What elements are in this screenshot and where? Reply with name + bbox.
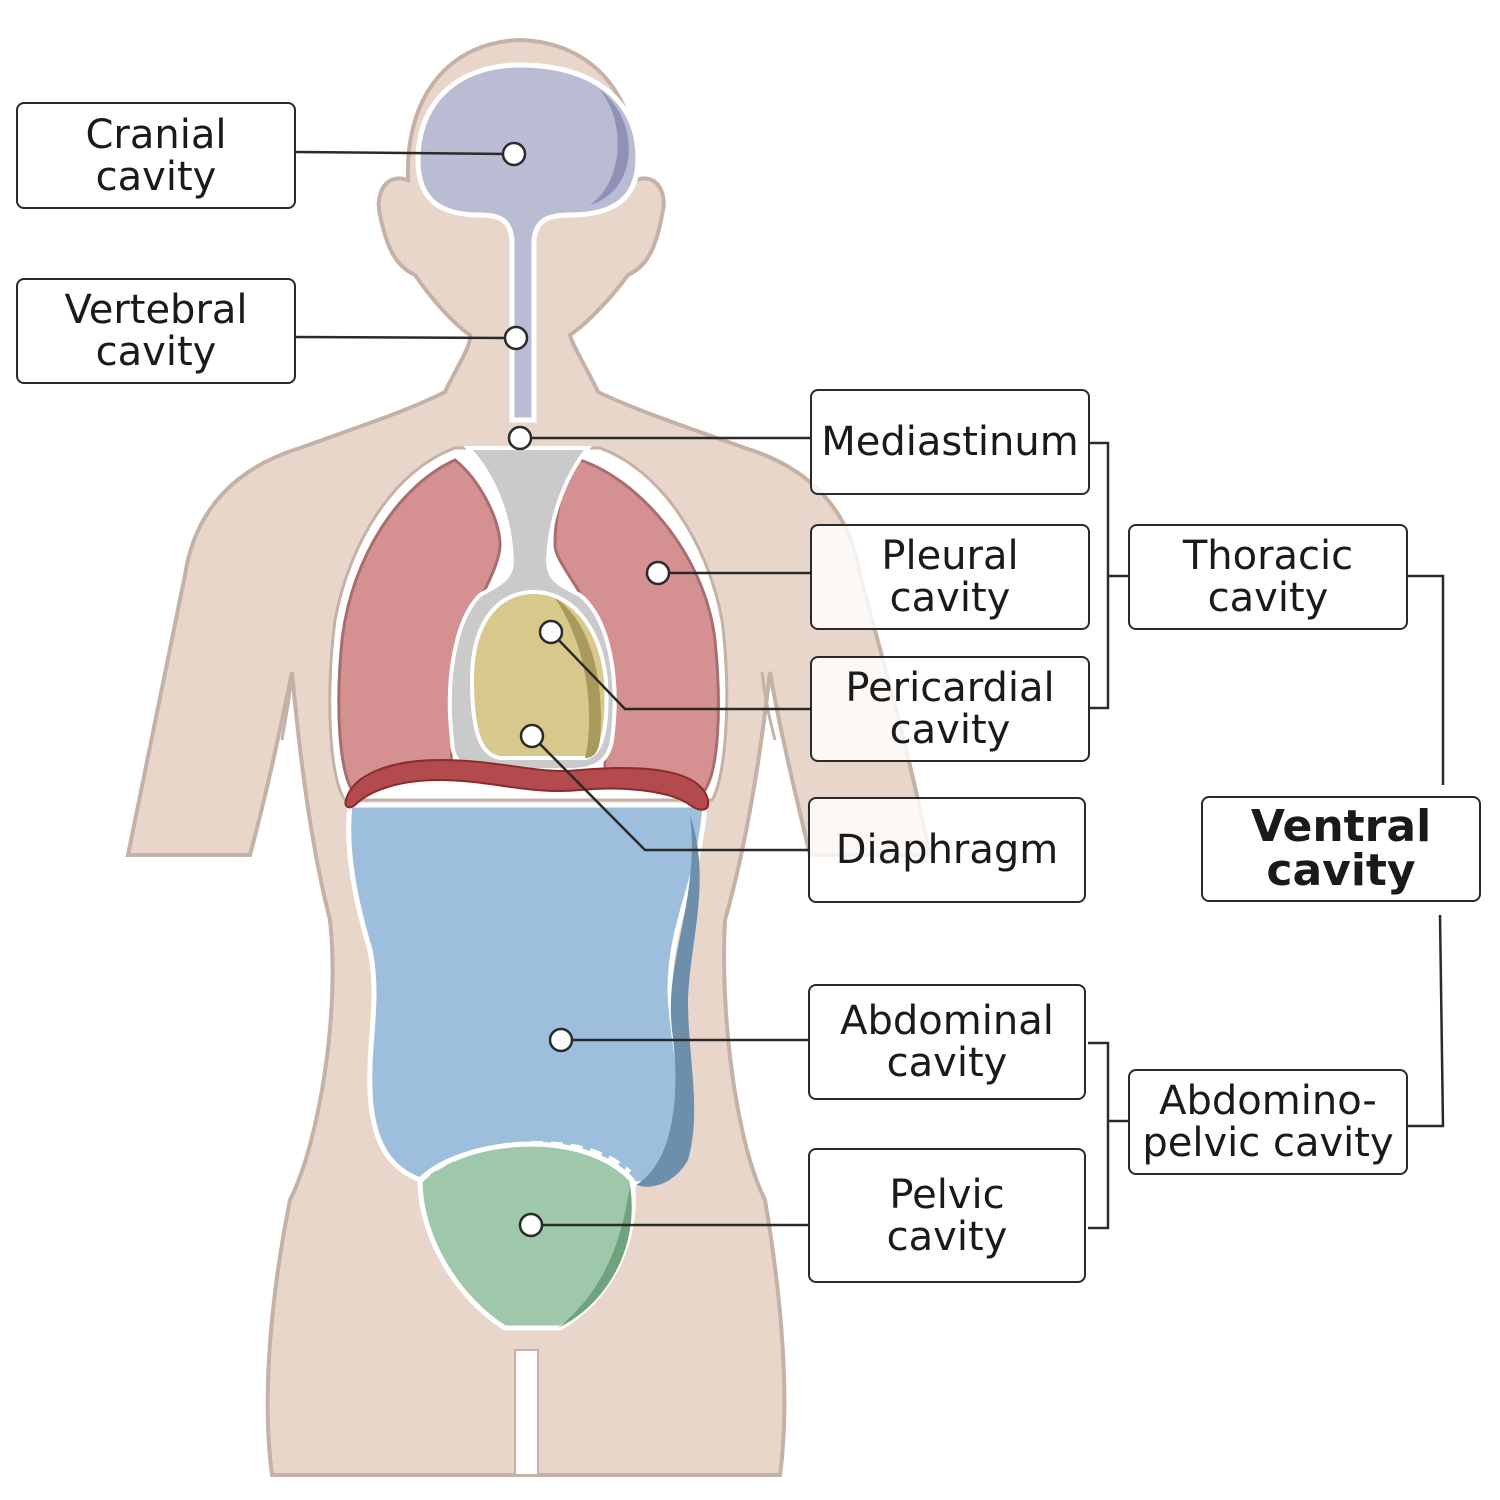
abdominal-cavity-shape xyxy=(346,802,708,1187)
vertebral-dot xyxy=(503,325,529,351)
pericardial-shadow xyxy=(555,598,601,758)
pericardial-cavity-shape xyxy=(469,589,609,760)
abdominal-dot xyxy=(548,1027,574,1053)
connector-lines xyxy=(295,150,1445,1230)
label-vertebral-cavity: Vertebral cavity xyxy=(16,278,296,384)
pelvic-dot xyxy=(518,1212,544,1238)
pericardial-dot xyxy=(538,619,564,645)
label-diaphragm: Diaphragm xyxy=(808,797,1086,903)
label-abdominal-cavity: Abdominal cavity xyxy=(808,984,1086,1100)
label-thoracic-cavity: Thoracic cavity xyxy=(1128,524,1408,630)
label-ventral-cavity: Ventral cavity xyxy=(1201,796,1481,902)
diaphragm-dot xyxy=(519,723,545,749)
diaphragm-shape xyxy=(344,758,710,811)
label-pericardial-cavity: Pericardial cavity xyxy=(810,656,1090,762)
pleural-dot xyxy=(645,560,671,586)
cranial-shadow xyxy=(590,90,629,205)
left-arm-line xyxy=(280,671,294,741)
label-mediastinum: Mediastinum xyxy=(810,389,1090,495)
abdominal-shadow xyxy=(636,815,700,1187)
mediastinum-dot xyxy=(507,425,533,451)
legs-gap xyxy=(514,1349,539,1476)
pelvic-shadow xyxy=(558,1185,632,1328)
pointer-dots xyxy=(501,141,671,1238)
cranial-dot xyxy=(501,141,527,167)
label-pelvic-cavity: Pelvic cavity xyxy=(808,1148,1086,1283)
label-pleural-cavity: Pleural cavity xyxy=(810,524,1090,630)
label-abdominopelvic-cavity: Abdomino- pelvic cavity xyxy=(1128,1069,1408,1175)
pelvic-dashed-boundary xyxy=(418,1140,632,1184)
label-cranial-cavity: Cranial cavity xyxy=(16,102,296,209)
